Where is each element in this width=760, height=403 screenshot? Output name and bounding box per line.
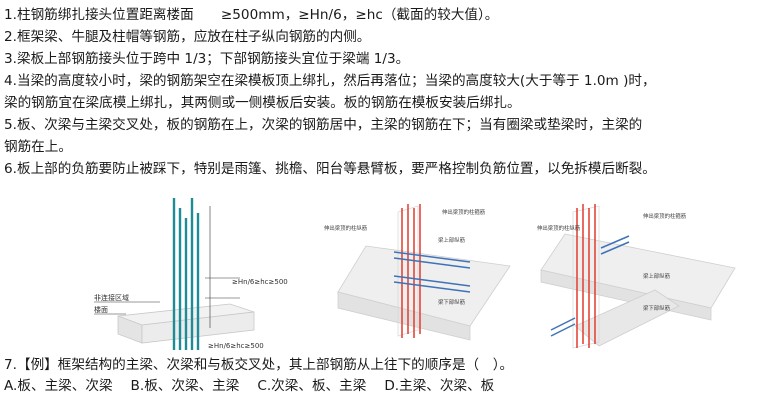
figure-column-splice: ≥Hn/6≥hc≥500 ≥Hn/6≥hc≥500 非连接区域 楼面	[90, 198, 315, 350]
column-stirrup-label: 伸出梁顶的柱箍筋	[442, 208, 486, 216]
top-beam-bar-2	[393, 257, 471, 269]
rule-line-5-cont: 钢筋在上。	[4, 139, 72, 155]
non-splice-zone-label: 非连接区域	[94, 293, 129, 302]
option-d[interactable]: D.主梁、次梁、板	[384, 378, 495, 394]
bottom-beam-bar-2	[393, 281, 471, 293]
column-rebar-label: 伸出梁顶的柱纵筋	[324, 224, 368, 232]
beam-bottom-rebar-label: 梁下部纵筋	[643, 304, 671, 312]
figure-beam-column-joint-b: 伸出梁顶的柱纵筋 伸出梁顶的柱箍筋 梁上部纵筋 梁下部纵筋	[535, 198, 755, 350]
top-beam-bar-1	[600, 235, 630, 249]
option-b[interactable]: B.板、次梁、主梁	[130, 378, 240, 394]
top-beam-bar-2	[600, 241, 630, 255]
option-c[interactable]: C.次梁、板、主梁	[257, 378, 367, 394]
rule-line-5: 5.板、次梁与主梁交叉处，板的钢筋在上，次梁的钢筋居中，主梁的钢筋在下；当有圈梁…	[4, 117, 643, 133]
upper-splice-label: ≥Hn/6≥hc≥500	[232, 278, 288, 286]
rule-line-4: 4.当梁的高度较小时，梁的钢筋架空在梁模板顶上绑扎，然后再落位；当梁的高度较大(…	[4, 73, 656, 89]
beam-bottom-rebar-label: 梁下部纵筋	[438, 298, 466, 306]
column-stirrup-label: 伸出梁顶的柱箍筋	[643, 212, 687, 220]
beam-column-joint-a-diagram: 伸出梁顶的柱纵筋 伸出梁顶的柱箍筋 梁上部纵筋 梁下部纵筋	[324, 204, 511, 341]
rule-line-4-cont: 梁的钢筋宜在梁底模上绑扎，其两侧或一侧模板后安装。板的钢筋在模板安装后绑扎。	[4, 95, 521, 111]
bottom-beam-bar-2	[550, 323, 576, 337]
column-outline	[397, 205, 419, 337]
rule-line-3: 3.梁板上部钢筋接头位于跨中 1/3；下部钢筋接头宜位于梁端 1/3。	[4, 51, 410, 67]
figure-row: ≥Hn/6≥hc≥500 ≥Hn/6≥hc≥500 非连接区域 楼面 伸出梁顶的…	[0, 198, 760, 350]
lower-splice-label: ≥Hn/6≥hc≥500	[208, 342, 264, 350]
top-beam-bar-1	[393, 251, 471, 263]
floor-label: 楼面	[94, 305, 108, 314]
rule-line-1: 1.柱钢筋绑扎接头位置距离楼面 ≥500mm，≥Hn/6，≥hc（截面的较大值）…	[4, 7, 499, 23]
beam-underside	[337, 291, 471, 341]
option-a[interactable]: A.板、主梁、次梁	[4, 378, 113, 394]
figure-beam-column-joint-a: 伸出梁顶的柱纵筋 伸出梁顶的柱箍筋 梁上部纵筋 梁下部纵筋	[320, 198, 520, 350]
example-question: 7.【例】框架结构的主梁、次梁和与板交叉处，其上部钢筋从上往下的顺序是（ ）。 …	[4, 355, 756, 397]
question-stem: 7.【例】框架结构的主梁、次梁和与板交叉处，其上部钢筋从上往下的顺序是（ ）。	[4, 357, 514, 373]
column-splice-diagram: ≥Hn/6≥hc≥500 ≥Hn/6≥hc≥500 非连接区域 楼面	[94, 198, 288, 350]
column-rebar-label: 伸出梁顶的柱纵筋	[537, 224, 581, 232]
bottom-beam-bar-1	[393, 275, 471, 287]
rule-line-6: 6.板上部的负筋要防止被踩下，特别是雨篷、挑檐、阳台等悬臂板，要严格控制负筋位置…	[4, 161, 656, 177]
beam-column-joint-b-diagram: 伸出梁顶的柱纵筋 伸出梁顶的柱箍筋 梁上部纵筋 梁下部纵筋	[537, 204, 736, 349]
secondary-beam	[574, 289, 680, 347]
rule-line-2: 2.框架梁、牛腿及柱帽等钢筋，应放在柱子纵向钢筋的内侧。	[4, 29, 371, 45]
column-outline	[572, 205, 600, 349]
bottom-beam-bar-1	[550, 317, 576, 331]
beam-top-rebar-label: 梁上部纵筋	[438, 236, 466, 244]
answer-options: A.板、主梁、次梁 B.板、次梁、主梁 C.次梁、板、主梁 D.主梁、次梁、板	[4, 376, 756, 397]
construction-rules: 1.柱钢筋绑扎接头位置距离楼面 ≥500mm，≥Hn/6，≥hc（截面的较大值）…	[4, 4, 756, 180]
beam-top-rebar-label: 梁上部纵筋	[643, 272, 671, 280]
